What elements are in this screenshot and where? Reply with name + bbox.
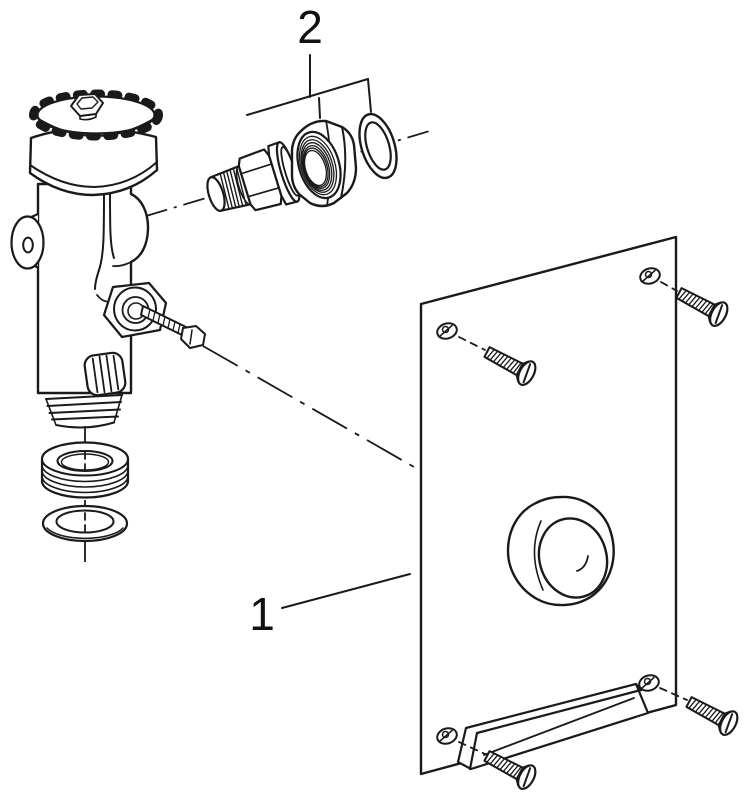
screw-leader-lines bbox=[458, 281, 688, 755]
body-contour-left bbox=[94, 189, 105, 290]
push-button-knob bbox=[506, 495, 615, 607]
flat-washer bbox=[358, 112, 398, 180]
mounting-plate-group bbox=[419, 235, 743, 793]
callout-1-leader bbox=[281, 573, 411, 609]
callout-2-label: 2 bbox=[297, 1, 323, 53]
bolt-hex-head bbox=[180, 325, 206, 349]
adjuster-wheel bbox=[29, 89, 163, 141]
knob-reflection bbox=[576, 555, 589, 572]
body-contour-right bbox=[109, 189, 115, 259]
callout-2-group: 2 bbox=[246, 1, 372, 119]
connection-fitting-group bbox=[206, 112, 398, 212]
side-port bbox=[10, 212, 45, 270]
regulation-bolt bbox=[140, 305, 206, 349]
tailpiece bbox=[206, 141, 301, 212]
tailpiece-tip-face bbox=[206, 176, 226, 212]
flush-valve-group bbox=[10, 89, 206, 543]
bolt-to-plate-axis-line bbox=[202, 345, 422, 472]
bulge-contour bbox=[112, 261, 132, 268]
callout-1-label: 1 bbox=[249, 588, 275, 640]
wheel-hex-nut bbox=[70, 93, 104, 121]
knob-face bbox=[537, 517, 609, 599]
threaded-outlet bbox=[45, 394, 123, 429]
union-nut-threads bbox=[298, 135, 338, 196]
dome-cap bbox=[28, 126, 159, 197]
seal-ring bbox=[41, 504, 129, 543]
ribbed-grip bbox=[83, 351, 127, 397]
union-nut bbox=[290, 119, 358, 208]
knob-rim-highlight bbox=[533, 520, 544, 591]
callout-2-bracket bbox=[246, 54, 372, 119]
callout-1-group: 1 bbox=[249, 573, 411, 640]
